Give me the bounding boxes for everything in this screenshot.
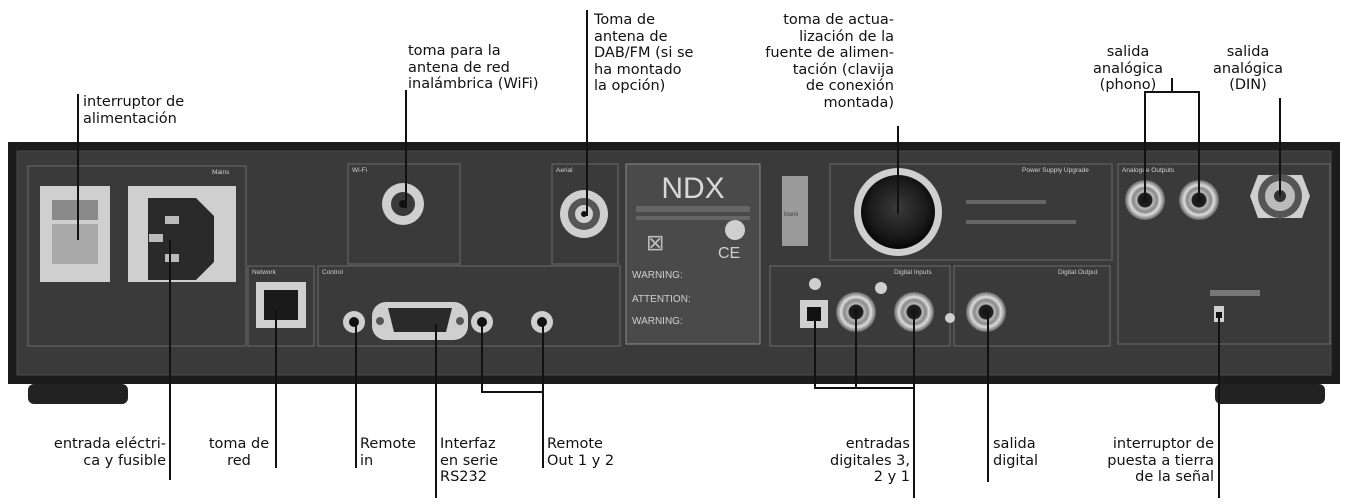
label-analog-phono: salida analógica (phono) [1093, 44, 1163, 93]
wifi-section: Wi-Fi [347, 163, 461, 265]
blank-plate-label: blank [784, 212, 799, 218]
wifi-section-label: Wi-Fi [352, 167, 367, 174]
network-section-label: Network [252, 269, 277, 276]
blank-plate [782, 176, 808, 246]
network-section: Network [247, 265, 315, 347]
power-switch-rocker-low [52, 224, 98, 264]
remote-out-1-jack-hole [477, 317, 487, 327]
aerial-section-label: Aerial [556, 167, 573, 174]
label-ground-switch: interruptor de puesta a tierra de la señ… [1107, 436, 1214, 485]
label-psu-upgrade: toma de actua- lización de la fuente de … [765, 12, 894, 111]
info-plate-text-line [636, 206, 750, 212]
leader-lines [77, 10, 1281, 498]
label-rs232: Interfaz en serie RS232 [440, 436, 499, 485]
label-digital-inputs: entradas digitales 3, 2 y 1 [830, 436, 910, 485]
iec-pin-neutral [165, 254, 179, 262]
digital-output-section: Digital Output [945, 265, 1111, 347]
label-analog-din: salida analógica (DIN) [1213, 44, 1283, 93]
control-section-label: Control [322, 269, 344, 276]
ce-mark-icon: CE [718, 245, 740, 262]
right-foot [1215, 384, 1325, 404]
digital-output-section-label: Digital Output [1058, 269, 1098, 276]
leader-digital-inputs-bracket [814, 314, 915, 389]
mains-section: Mains [27, 165, 247, 347]
mains-section-label: Mains [212, 169, 230, 176]
info-plate-text-line [636, 216, 750, 220]
rs232-shell [388, 308, 452, 332]
psu-text-line [966, 220, 1076, 224]
digital-input-2-coax[interactable] [836, 292, 876, 332]
approval-check-icon [725, 220, 745, 240]
left-foot [28, 384, 128, 404]
info-plate: NDX ⊠ CE WARNING: ATTENTION: WARNING: [625, 163, 761, 345]
control-section: Control [317, 265, 621, 347]
remote-out-2-jack-hole [537, 317, 547, 327]
analogue-section-label: Analogue Outputs [1122, 167, 1175, 174]
digital-output-bnc[interactable] [966, 292, 1006, 332]
ethernet-port-cavity [264, 290, 298, 320]
iec-inlet-cavity [148, 198, 214, 280]
label-remote-out: Remote Out 1 y 2 [547, 436, 615, 469]
label-wifi-antenna: toma para la antena de red inalámbrica (… [408, 43, 539, 92]
leader-remote-out-bracket [481, 324, 544, 393]
label-mains-input: entrada eléctri- ca y fusible [53, 436, 166, 469]
aerial-pin [581, 211, 587, 217]
iec-pin-live [149, 234, 163, 242]
label-digital-output: salida digital [993, 436, 1039, 469]
aerial-section: Aerial [551, 163, 619, 265]
label-remote-in: Remote in [360, 436, 416, 469]
indicator-dot [875, 282, 887, 294]
indicator-dot [809, 278, 821, 290]
rs232-screw-left [376, 317, 384, 325]
digital-input-1-bnc[interactable] [894, 292, 934, 332]
psu-text-line [966, 200, 1046, 204]
brand-logo: NDX [661, 172, 724, 205]
iec-pin-earth [165, 216, 179, 224]
warning-1: WARNING: [632, 270, 683, 281]
psu-section-label: Power Supply Upgrade [1022, 167, 1089, 174]
warning-2: WARNING: [632, 316, 683, 327]
ground-switch-label-line [1210, 290, 1260, 296]
rs232-screw-right [456, 317, 464, 325]
power-switch-rocker [52, 200, 98, 220]
label-power-switch: interruptor de alimentación [83, 94, 185, 127]
indicator-dot [945, 313, 955, 323]
attention-label: ATTENTION: [632, 294, 691, 305]
remote-in-jack-hole [349, 317, 359, 327]
weee-bin-icon: ⊠ [646, 231, 664, 256]
digital-inputs-section-label: Digital Inputs [894, 269, 932, 276]
label-dab-fm: Toma de antena de DAB/FM (si se ha monta… [594, 12, 694, 94]
label-network-socket: toma de red [208, 436, 270, 469]
